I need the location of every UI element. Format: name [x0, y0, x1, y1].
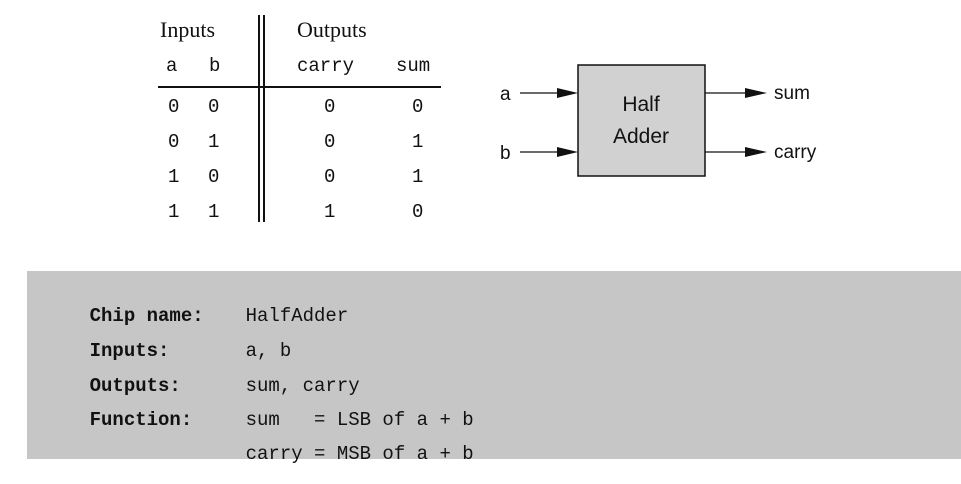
table-cell: 0 — [324, 166, 336, 188]
table-cell: 0 — [168, 131, 180, 153]
spec-value: carry = MSB of a + b — [245, 443, 474, 465]
spec-line-function-cont: carry = MSB of a + b — [44, 426, 474, 483]
table-cell: 0 — [324, 96, 336, 118]
output-label-sum: sum — [774, 83, 810, 104]
spec-label: Chip name: — [89, 305, 204, 327]
column-separator-left — [258, 15, 260, 222]
table-cell: 0 — [208, 166, 220, 188]
header-divider — [158, 86, 441, 88]
spec-line-outputs: Outputs: sum, carry — [44, 358, 360, 415]
column-header-carry: carry — [297, 55, 355, 77]
table-cell: 1 — [208, 131, 220, 153]
table-cell: 0 — [412, 96, 424, 118]
spec-value: sum, carry — [245, 375, 360, 397]
input-label-b: b — [500, 143, 511, 164]
spec-value: sum = LSB of a + b — [245, 409, 474, 431]
spec-label: Inputs: — [89, 340, 170, 362]
box-label-half: Half — [622, 93, 660, 116]
spec-label: Outputs: — [89, 375, 181, 397]
input-arrow-a — [557, 88, 578, 98]
table-cell: 0 — [168, 96, 180, 118]
output-label-carry: carry — [774, 142, 817, 163]
table-cell: 1 — [168, 201, 180, 223]
output-arrow-carry — [745, 147, 767, 157]
spec-label: Function: — [89, 409, 193, 431]
spec-line-inputs: Inputs: a, b — [44, 323, 292, 380]
outputs-group-header: Outputs — [297, 17, 367, 42]
table-cell: 1 — [324, 201, 336, 223]
input-arrow-b — [557, 147, 578, 157]
chip-spec-box: Chip name: HalfAdder Inputs: a, b Outputs:… — [27, 271, 961, 464]
spec-value: a, b — [245, 340, 292, 362]
input-label-a: a — [500, 84, 511, 105]
column-header-a: a — [166, 55, 178, 77]
output-arrow-sum — [745, 88, 767, 98]
inputs-group-header: Inputs — [160, 17, 215, 42]
column-header-sum: sum — [396, 55, 431, 77]
column-separator-right — [263, 15, 265, 222]
table-cell: 1 — [412, 131, 424, 153]
half-adder-diagram: Half Adder a b sum carry — [500, 64, 817, 177]
table-cell: 1 — [208, 201, 220, 223]
table-cell: 0 — [208, 96, 220, 118]
table-cell: 0 — [324, 131, 336, 153]
table-cell: 0 — [412, 201, 424, 223]
column-header-b: b — [209, 55, 221, 77]
spec-value: HalfAdder — [245, 305, 349, 327]
table-cell: 1 — [412, 166, 424, 188]
spec-line-chip-name: Chip name: HalfAdder — [44, 288, 349, 345]
table-cell: 1 — [168, 166, 180, 188]
box-label-adder: Adder — [613, 125, 669, 148]
spec-line-function: Function: sum = LSB of a + b — [44, 392, 474, 449]
half-adder-box — [577, 64, 706, 177]
